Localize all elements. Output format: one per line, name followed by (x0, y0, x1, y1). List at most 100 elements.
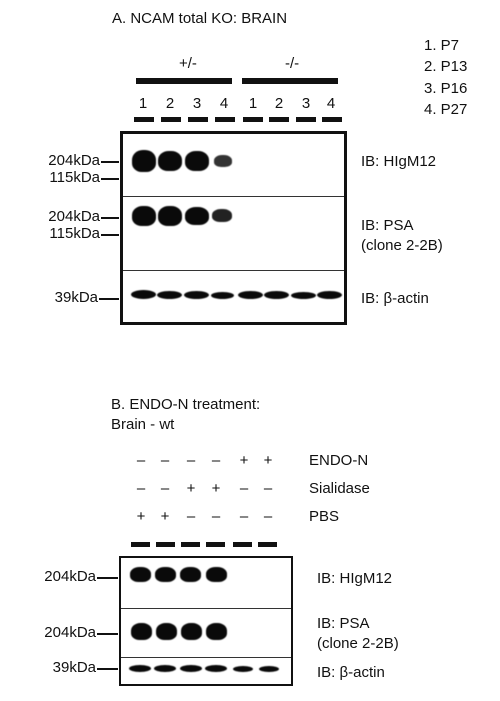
sign: – (136, 480, 146, 497)
mw-marker: 115kDa (49, 225, 100, 242)
sign: – (160, 480, 170, 497)
band (180, 567, 201, 582)
band (181, 623, 202, 640)
sign: – (160, 452, 170, 469)
legend-item: 1. P7 (424, 37, 460, 54)
group-bar-het (136, 78, 232, 84)
lane-marker (243, 117, 263, 122)
ib-label: (clone 2-2B) (317, 635, 399, 652)
mw-tick (99, 298, 119, 300)
lane-number: 3 (192, 95, 202, 112)
mw-tick (97, 668, 118, 670)
band (205, 665, 227, 672)
lane-marker (134, 117, 154, 122)
band (206, 623, 227, 640)
mw-marker: 39kDa (54, 289, 98, 306)
sign: – (186, 452, 196, 469)
band (132, 150, 156, 172)
band (157, 291, 182, 299)
mw-marker: 39kDa (52, 659, 96, 676)
mw-marker: 204kDa (44, 568, 96, 585)
mw-marker: 204kDa (48, 208, 100, 225)
band (259, 666, 279, 672)
lane-marker (269, 117, 289, 122)
lane-number: 3 (301, 95, 311, 112)
lane-marker (188, 117, 208, 122)
ib-label: IB: β-actin (361, 290, 429, 307)
lane-marker (258, 542, 277, 547)
band (158, 151, 182, 171)
legend-item: 3. P16 (424, 80, 468, 97)
mw-tick (101, 161, 119, 163)
lane-marker (233, 542, 252, 547)
band (156, 623, 177, 640)
band (154, 665, 176, 672)
ib-label: (clone 2-2B) (361, 237, 443, 254)
band (212, 209, 232, 222)
sign: + (160, 508, 170, 525)
lane-number: 2 (274, 95, 284, 112)
lane-marker (131, 542, 150, 547)
ib-label: IB: β-actin (317, 664, 385, 681)
panel-a-title: A. NCAM total KO: BRAIN (112, 10, 288, 27)
ib-label: IB: PSA (317, 615, 370, 632)
blot-divider (123, 196, 344, 197)
band (129, 665, 151, 672)
lane-number: 1 (138, 95, 148, 112)
band (158, 206, 182, 226)
mw-tick (97, 577, 118, 579)
blot-divider (121, 657, 291, 658)
treatment-name: ENDO-N (309, 452, 369, 469)
sign: – (211, 508, 221, 525)
sign: + (263, 452, 273, 469)
sign: – (211, 452, 221, 469)
band (291, 292, 316, 299)
blot-divider (121, 608, 291, 609)
lane-number: 4 (219, 95, 229, 112)
lane-number: 1 (248, 95, 258, 112)
panel-b-subtitle: Brain - wt (111, 416, 175, 433)
blot-frame-b (119, 556, 293, 686)
sign: – (239, 480, 249, 497)
band (184, 291, 209, 299)
treatment-name: Sialidase (309, 480, 370, 497)
band (185, 207, 209, 225)
mw-tick (101, 217, 119, 219)
sign: – (263, 508, 273, 525)
band (131, 290, 156, 299)
mw-tick (97, 633, 118, 635)
group-bar-ko (242, 78, 338, 84)
band (185, 151, 209, 171)
panel-b-title: B. ENDO-N treatment: (111, 396, 261, 413)
treatment-name: PBS (309, 508, 340, 525)
mw-marker: 115kDa (49, 169, 100, 186)
lane-marker (161, 117, 181, 122)
ib-label: IB: HIgM12 (361, 153, 437, 170)
mw-marker: 204kDa (48, 152, 100, 169)
mw-tick (101, 234, 119, 236)
sign: – (239, 508, 249, 525)
band (206, 567, 227, 582)
lane-number: 4 (326, 95, 336, 112)
group-label-ko: -/- (285, 55, 300, 72)
band (155, 567, 176, 582)
band (233, 666, 253, 672)
band (130, 567, 151, 582)
sign: + (239, 452, 249, 469)
ib-label: IB: PSA (361, 217, 414, 234)
sign: + (186, 480, 196, 497)
band (180, 665, 202, 672)
lane-marker (322, 117, 342, 122)
mw-tick (101, 178, 119, 180)
group-label-het: +/- (179, 55, 197, 72)
sign: – (136, 452, 146, 469)
legend-item: 2. P13 (424, 58, 468, 75)
lane-marker (156, 542, 175, 547)
mw-marker: 204kDa (44, 624, 96, 641)
sign: – (263, 480, 273, 497)
lane-number: 2 (165, 95, 175, 112)
sign: + (136, 508, 146, 525)
band (132, 206, 156, 226)
band (214, 155, 232, 167)
lane-marker (181, 542, 200, 547)
